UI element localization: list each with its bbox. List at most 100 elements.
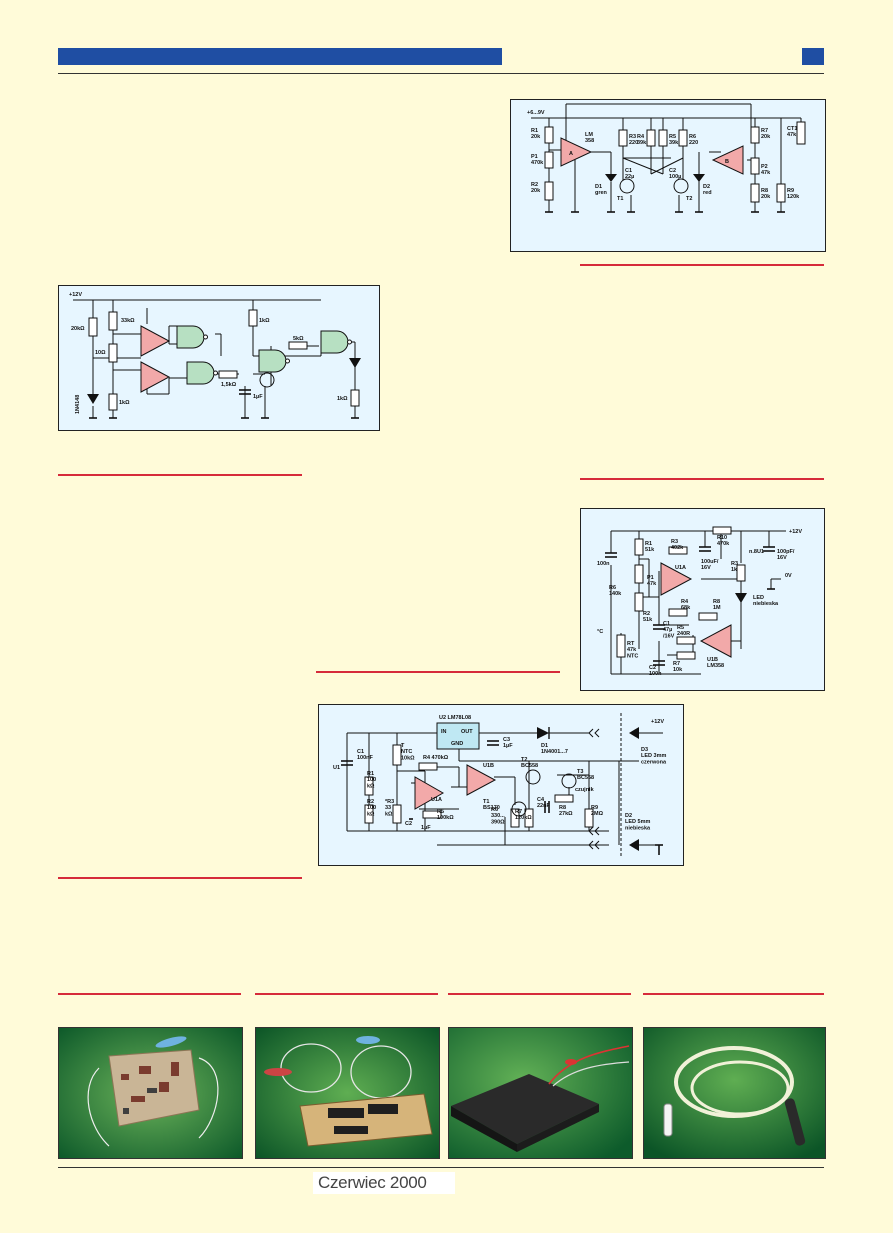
label-c2-value: 1µF [421, 825, 431, 831]
photo-pcb-assembled [58, 1027, 243, 1159]
header-rule [58, 73, 824, 74]
schematic-logic-comparator: +12V 20kΩ 33kΩ 10Ω 1kΩ 1kΩ 5kΩ 1,5kΩ 1µF… [58, 285, 380, 431]
section-rule [58, 993, 241, 995]
label-u1a: U1A [675, 565, 686, 571]
label-c2: C2 [405, 821, 412, 827]
label-u1a: U1A [431, 797, 442, 803]
label-t2: T2 [686, 196, 692, 202]
label-in: IN [441, 729, 447, 735]
footer-rule [58, 1167, 824, 1168]
label-r15k: 1,5kΩ [221, 382, 237, 388]
label-r33k: 33kΩ [121, 318, 135, 324]
footer-date-box [313, 1172, 455, 1194]
label-u1: U1 [333, 765, 340, 771]
label-czujnik: czujnik [575, 787, 595, 793]
label-out: OUT [461, 729, 473, 735]
section-rule [316, 671, 560, 673]
section-rule [643, 993, 824, 995]
label-u1b: U1B [483, 763, 494, 769]
label-c1u: 1µF [253, 394, 263, 400]
label-c100u: 100uF/16V [701, 559, 719, 571]
label-r1k-b: 1kΩ [259, 318, 270, 324]
label-b: B [725, 159, 729, 165]
section-rule [580, 478, 824, 480]
label-r4: R4 470kΩ [423, 755, 449, 761]
photo-black-enclosure [448, 1027, 633, 1159]
label-supply: +12V [69, 292, 82, 298]
header-bar [58, 48, 502, 65]
label-a: A [569, 151, 573, 157]
section-rule [580, 264, 824, 266]
photo-pcb-with-wires [255, 1027, 440, 1159]
header-bar-small [802, 48, 824, 65]
label-tc: °C [597, 629, 603, 635]
label-t1: T1 [617, 196, 623, 202]
section-rule [255, 993, 438, 995]
label-r1k-c: 1kΩ [337, 396, 348, 402]
section-rule [448, 993, 631, 995]
label-supply: +12V [651, 719, 664, 725]
label-supply: +6...9V [527, 110, 545, 116]
label-supply: +12V [789, 529, 802, 535]
label-u2: U2 LM78L08 [439, 715, 471, 721]
label-n8u1: n.8U1 [749, 549, 764, 555]
section-rule [58, 877, 302, 879]
label-c100p: 100pF/16V [777, 549, 795, 561]
label-gnd: GND [451, 741, 463, 747]
label-c100n: 100n [597, 561, 610, 567]
footer-date: Czerwiec 2000 [318, 1173, 427, 1192]
label-r5k: 5kΩ [293, 336, 304, 342]
label-diode: 1N4148 [75, 395, 81, 414]
section-rule [58, 474, 302, 476]
photo-temperature-sensor [643, 1027, 826, 1159]
